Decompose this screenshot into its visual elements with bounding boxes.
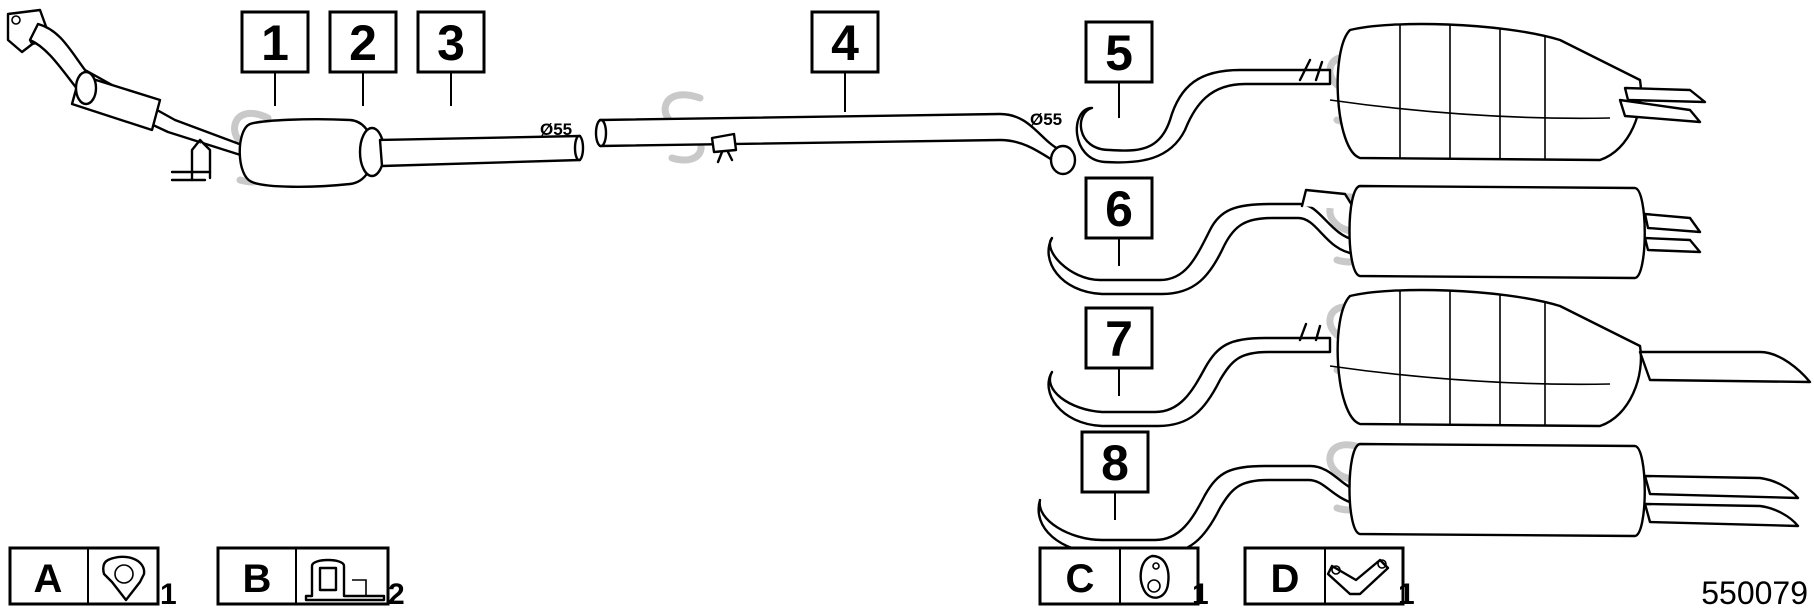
kit-a-qty: 1 xyxy=(160,578,177,611)
front-pipe-catalyst xyxy=(6,8,585,188)
svg-text:3: 3 xyxy=(437,15,465,71)
kit-a-letter: A xyxy=(34,557,63,601)
callout-8: 8 xyxy=(1080,430,1150,520)
kit-legend: A 1 B 2 C 1 xyxy=(8,546,1415,611)
callout-5: 5 xyxy=(1084,20,1154,118)
intermediate-pipe xyxy=(594,112,1077,176)
bracket-clamp-icon xyxy=(1326,558,1390,596)
rear-silencer-7 xyxy=(1047,288,1812,428)
kit-d-qty: 1 xyxy=(1398,578,1415,611)
kit-c: C 1 xyxy=(1038,546,1209,611)
diagram-reference-number: 550079 xyxy=(1701,575,1808,611)
kit-b: B 2 xyxy=(216,546,405,611)
hanger-ring-icon xyxy=(1139,554,1170,599)
rear-silencer-8 xyxy=(1037,442,1800,556)
kit-b-letter: B xyxy=(243,557,272,601)
gasket-icon xyxy=(102,555,146,602)
rear-silencer-6 xyxy=(1047,184,1702,296)
svg-text:8: 8 xyxy=(1101,435,1129,491)
svg-text:7: 7 xyxy=(1105,311,1133,367)
svg-text:5: 5 xyxy=(1105,25,1133,81)
kit-a: A 1 xyxy=(8,546,177,611)
svg-text:2: 2 xyxy=(349,15,377,71)
callout-7: 7 xyxy=(1084,306,1154,396)
callout-3: 3 xyxy=(416,10,486,106)
svg-text:6: 6 xyxy=(1105,181,1133,237)
rear-silencer-5 xyxy=(1075,22,1707,164)
rubber-mount-icon xyxy=(304,558,386,602)
svg-text:1: 1 xyxy=(261,15,289,71)
front-pipe-diameter: Ø55 xyxy=(540,120,572,139)
callout-4: 4 xyxy=(810,10,880,112)
kit-c-qty: 1 xyxy=(1192,578,1209,611)
svg-text:4: 4 xyxy=(831,15,859,71)
kit-c-letter: C xyxy=(1066,557,1095,601)
callout-1: 1 xyxy=(240,10,310,106)
callouts: 1 2 3 4 5 6 7 xyxy=(240,10,1154,520)
kit-d: D 1 xyxy=(1243,546,1415,611)
callout-2: 2 xyxy=(328,10,398,106)
callout-6: 6 xyxy=(1084,176,1154,266)
rear-pipe-diameter: Ø55 xyxy=(1030,110,1062,129)
kit-d-letter: D xyxy=(1271,557,1300,601)
kit-b-qty: 2 xyxy=(388,578,405,611)
